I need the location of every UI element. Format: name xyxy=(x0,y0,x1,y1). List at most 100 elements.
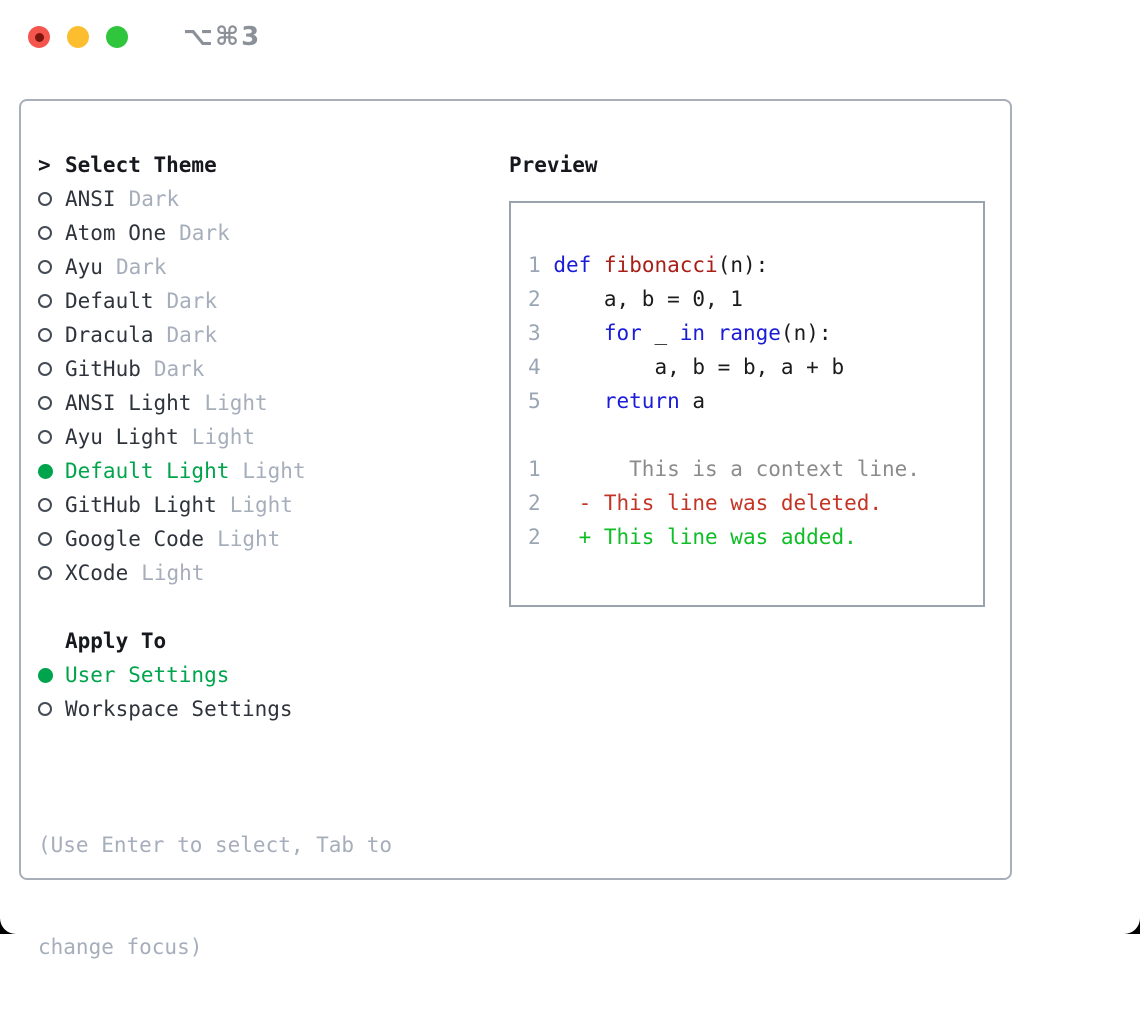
preview-section: Preview 1 def fibonacci(n): 2 a, b = 0, … xyxy=(509,148,985,607)
theme-name: Default Light xyxy=(65,459,230,483)
line-number: 1 xyxy=(528,253,541,277)
deleted-token: - This line was deleted. xyxy=(540,491,883,515)
keyword-token: in xyxy=(679,321,706,345)
radio-icon xyxy=(38,396,52,410)
code-line: 5 return a xyxy=(528,384,983,418)
theme-name: ANSI Light xyxy=(65,391,192,415)
minimize-button[interactable] xyxy=(67,26,89,48)
radio-icon xyxy=(38,532,52,546)
radio-icon xyxy=(38,226,52,240)
line-number: 1 xyxy=(528,457,541,481)
radio-icon xyxy=(38,260,52,274)
line-number: 4 xyxy=(528,355,541,379)
zoom-button[interactable] xyxy=(106,26,128,48)
keyword-token: return xyxy=(603,389,680,413)
radio-icon xyxy=(38,328,52,342)
theme-option[interactable]: ANSI Light Light xyxy=(38,386,488,420)
radio-icon xyxy=(38,430,52,444)
theme-variant: Dark xyxy=(166,289,218,313)
line-number: 3 xyxy=(528,321,541,345)
code-token xyxy=(541,389,604,413)
line-number: 2 xyxy=(528,525,541,549)
keyword-token: def xyxy=(553,253,592,277)
theme-variant: Light xyxy=(141,561,205,585)
keyword-token: for xyxy=(603,321,642,345)
theme-option[interactable]: Ayu Dark xyxy=(38,250,488,284)
app-window: ⌥⌘3 > Select Theme ANSI Dark Atom One Da… xyxy=(0,0,1140,959)
preview-title: Preview xyxy=(509,153,598,177)
spacer xyxy=(38,590,488,624)
function-token: fibonacci xyxy=(603,253,718,277)
code-token: _ xyxy=(641,321,680,345)
select-theme-header: > Select Theme xyxy=(38,148,488,182)
code-token: a xyxy=(679,389,706,413)
theme-option[interactable]: GitHub Dark xyxy=(38,352,488,386)
theme-variant: Light xyxy=(204,391,268,415)
code-token xyxy=(591,253,604,277)
prompt-icon: > xyxy=(38,153,51,177)
radio-icon xyxy=(38,498,52,512)
added-token: + This line was added. xyxy=(540,525,857,549)
diff-context-line: 1 This is a context line. xyxy=(528,452,983,486)
radio-icon xyxy=(38,192,52,206)
theme-option[interactable]: Google Code Light xyxy=(38,522,488,556)
radio-selected-icon xyxy=(38,667,53,683)
line-number: 2 xyxy=(528,287,541,311)
code-token xyxy=(705,321,718,345)
prompt-marker: > xyxy=(38,153,65,177)
radio-selected-icon xyxy=(38,463,53,479)
theme-name: GitHub Light xyxy=(65,493,217,517)
apply-to-label: User Settings xyxy=(65,663,230,687)
theme-name: Atom One xyxy=(65,221,167,245)
radio-icon xyxy=(38,362,52,376)
theme-option[interactable]: GitHub Light Light xyxy=(38,488,488,522)
theme-option[interactable]: Dracula Dark xyxy=(38,318,488,352)
hint-line: (Use Enter to select, Tab to xyxy=(38,833,393,857)
titlebar: ⌥⌘3 xyxy=(0,0,1140,74)
theme-variant: Light xyxy=(229,493,293,517)
keyboard-hint: (Use Enter to select, Tab to change focu… xyxy=(38,760,488,1032)
radio-icon xyxy=(38,566,52,580)
theme-option[interactable]: XCode Light xyxy=(38,556,488,590)
theme-option-selected[interactable]: Default Light Light xyxy=(38,454,488,488)
preview-box: 1 def fibonacci(n): 2 a, b = 0, 1 3 for … xyxy=(509,201,985,607)
code-token: a, b = 0, 1 xyxy=(540,287,743,311)
theme-variant: Dark xyxy=(166,323,218,347)
code-token: (n): xyxy=(717,253,769,277)
theme-name: Dracula xyxy=(65,323,154,347)
theme-variant: Dark xyxy=(115,255,167,279)
code-line: 3 for _ in range(n): xyxy=(528,316,983,350)
theme-name: GitHub xyxy=(65,357,141,381)
select-theme-title: Select Theme xyxy=(65,153,217,177)
code-token: a, b = b, a + b xyxy=(540,355,845,379)
theme-option[interactable]: Atom One Dark xyxy=(38,216,488,250)
theme-picker-panel: > Select Theme ANSI Dark Atom One Dark A… xyxy=(19,99,1012,959)
hint-line: change focus) xyxy=(38,935,203,959)
apply-to-option-workspace-settings[interactable]: Workspace Settings xyxy=(38,692,488,726)
line-number: 2 xyxy=(528,491,541,515)
close-button[interactable] xyxy=(28,26,50,48)
apply-to-header: Apply To xyxy=(38,624,488,658)
keyword-token: range xyxy=(717,321,781,345)
theme-option[interactable]: Default Dark xyxy=(38,284,488,318)
radio-icon xyxy=(38,702,52,716)
radio-icon xyxy=(38,294,52,308)
theme-variant: Light xyxy=(242,459,306,483)
diff-deleted-line: 2 - This line was deleted. xyxy=(528,486,983,520)
code-line: 1 def fibonacci(n): xyxy=(528,248,983,282)
code-line: 2 a, b = 0, 1 xyxy=(528,282,983,316)
code-token: (n): xyxy=(780,321,832,345)
theme-variant: Light xyxy=(217,527,281,551)
apply-to-option-user-settings[interactable]: User Settings xyxy=(38,658,488,692)
theme-variant: Dark xyxy=(128,187,180,211)
theme-option[interactable]: ANSI Dark xyxy=(38,182,488,216)
theme-name: Google Code xyxy=(65,527,205,551)
apply-to-title: Apply To xyxy=(65,629,167,653)
theme-option[interactable]: Ayu Light Light xyxy=(38,420,488,454)
theme-name: ANSI xyxy=(65,187,116,211)
code-token xyxy=(541,253,554,277)
context-token: This is a context line. xyxy=(540,457,920,481)
apply-to-label: Workspace Settings xyxy=(65,697,293,721)
theme-name: Ayu xyxy=(65,255,103,279)
blank-line xyxy=(528,418,983,452)
